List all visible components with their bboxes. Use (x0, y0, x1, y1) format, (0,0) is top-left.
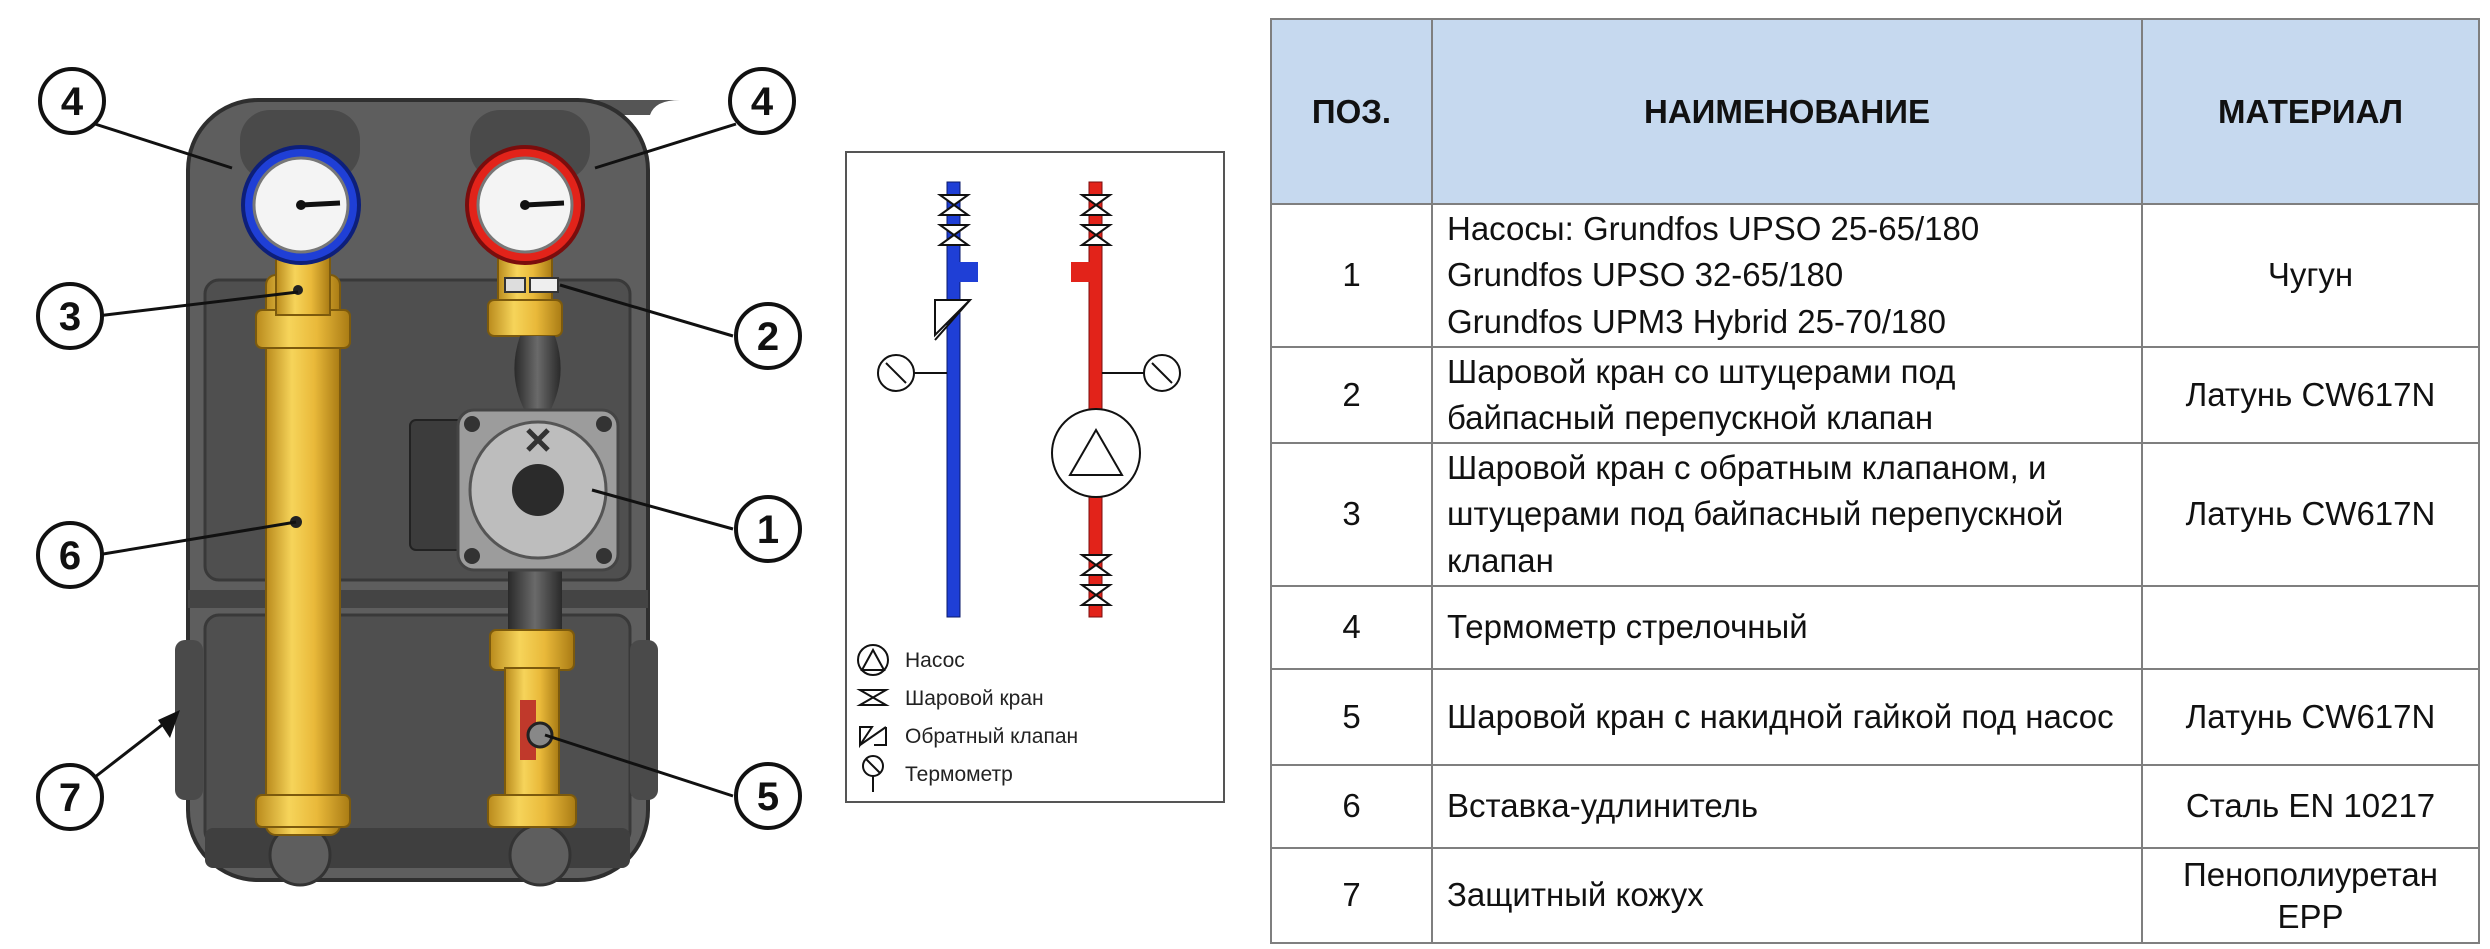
svg-text:1: 1 (757, 508, 779, 552)
svg-text:6: 6 (59, 534, 81, 578)
row-material: Сталь EN 10217 (2141, 764, 2480, 849)
legend: Насос Шаровой кран Обратный клапан Термо… (856, 644, 1078, 792)
callout-3: 3 (36, 282, 104, 350)
svg-text:7: 7 (59, 776, 81, 820)
row-name: Вставка-удлинитель (1431, 764, 2143, 849)
row-pos: 4 (1270, 585, 1433, 670)
table-row: 4 Термометр стрелочный (1270, 585, 2480, 670)
row-pos: 3 (1270, 442, 1433, 587)
svg-text:4: 4 (751, 80, 774, 124)
table-row: 1 Насосы: Grundfos UPSO 25-65/180 Grundf… (1270, 203, 2480, 348)
table-row: 3 Шаровой кран с обратным клапаном, и шт… (1270, 442, 2480, 587)
row-name: Термометр стрелочный (1431, 585, 2143, 670)
row-name: Шаровой кран с обратным клапаном, и штуц… (1431, 442, 2143, 587)
row-material (2141, 585, 2480, 670)
row-name: Шаровой кран с накидной гайкой под насос (1431, 668, 2143, 766)
legend-check-valve: Обратный клапан (905, 725, 1078, 748)
header-pos: ПОЗ. (1270, 18, 1433, 205)
callout-2: 2 (734, 302, 802, 370)
svg-text:4: 4 (61, 80, 84, 124)
callout-6: 6 (36, 521, 104, 589)
callout-4-left: 4 (38, 67, 106, 135)
callout-5: 5 (734, 762, 802, 830)
arrow-7 (158, 710, 180, 738)
svg-text:2: 2 (757, 315, 779, 359)
table-row: 6 Вставка-удлинитель Сталь EN 10217 (1270, 764, 2480, 849)
row-pos: 7 (1270, 847, 1433, 944)
svg-text:5: 5 (757, 775, 779, 819)
spec-table: ПОЗ. НАИМЕНОВАНИЕ МАТЕРИАЛ 1 Насосы: Gru… (1270, 18, 2480, 944)
thermometer-right (465, 145, 585, 265)
pump-group-illustration: 4 4 3 2 6 1 7 5 (36, 67, 1225, 887)
callout-1: 1 (734, 495, 802, 563)
table-row: 2 Шаровой кран со штуцерами под байпасны… (1270, 346, 2480, 444)
legend-thermometer: Термометр (905, 763, 1013, 786)
leader-lines (94, 122, 737, 798)
row-material: Латунь CW617N (2141, 668, 2480, 766)
header-name: НАИМЕНОВАНИЕ (1431, 18, 2143, 205)
row-material: Чугун (2141, 203, 2480, 348)
header-material: МАТЕРИАЛ (2141, 18, 2480, 205)
row-material: Латунь CW617N (2141, 346, 2480, 444)
thermometer-left (241, 145, 361, 265)
row-pos: 2 (1270, 346, 1433, 444)
row-material: Латунь CW617N (2141, 442, 2480, 587)
extension-insert (255, 234, 351, 836)
svg-text:3: 3 (59, 295, 81, 339)
row-pos: 1 (1270, 203, 1433, 348)
row-name: Насосы: Grundfos UPSO 25-65/180 Grundfos… (1431, 203, 2143, 348)
callout-7: 7 (36, 763, 104, 831)
row-pos: 5 (1270, 668, 1433, 766)
row-name: Защитный кожух (1431, 847, 2143, 944)
row-material: Пенополиуретан EPP (2141, 847, 2480, 944)
table-header-row: ПОЗ. НАИМЕНОВАНИЕ МАТЕРИАЛ (1270, 18, 2480, 205)
table-row: 5 Шаровой кран с накидной гайкой под нас… (1270, 668, 2480, 766)
circulation-pump (409, 408, 620, 572)
hydraulic-schematic: Насос Шаровой кран Обратный клапан Термо… (845, 151, 1225, 803)
legend-ball-valve: Шаровой кран (905, 687, 1044, 710)
legend-pump: Насос (905, 649, 965, 672)
callout-4-right: 4 (728, 67, 796, 135)
table-row: 7 Защитный кожух Пенополиуретан EPP (1270, 847, 2480, 944)
row-name: Шаровой кран со штуцерами под байпасный … (1431, 346, 2143, 444)
row-pos: 6 (1270, 764, 1433, 849)
